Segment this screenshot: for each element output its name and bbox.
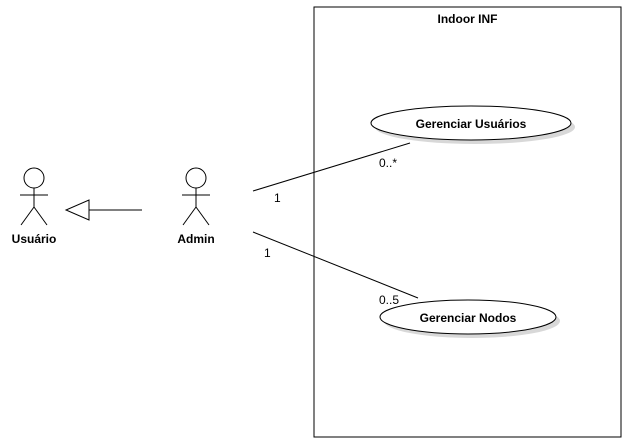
use-case-ellipse [370, 105, 572, 141]
use-case-label: Gerenciar Nodos [420, 311, 517, 325]
actor-usuario[interactable]: Usuário [12, 167, 57, 246]
generalization-arrowhead [64, 199, 90, 221]
multiplicity-admin-nodos-target: 0..5 [379, 293, 399, 307]
stick-figure-icon [20, 167, 48, 226]
multiplicity-admin-usuarios-target: 0..* [379, 156, 397, 170]
generalization-admin-usuario[interactable] [64, 199, 142, 221]
use-case-ellipse [379, 299, 557, 335]
actor-admin[interactable]: Admin [177, 167, 215, 246]
multiplicity-admin-nodos-source: 1 [264, 246, 271, 260]
actor-label: Usuário [12, 232, 57, 246]
system-title: Indoor INF [438, 12, 498, 26]
association-admin-nodos[interactable]: 1 0..5 [252, 231, 419, 307]
association-line [252, 142, 411, 192]
system-boundary[interactable]: Indoor INF [313, 6, 622, 438]
use-case-label: Gerenciar Usuários [416, 117, 527, 131]
use-case-gerenciar-nodos[interactable]: Gerenciar Nodos [379, 299, 560, 338]
multiplicity-admin-usuarios-source: 1 [274, 191, 281, 205]
system-boundary-box [313, 6, 622, 438]
association-admin-usuarios[interactable]: 1 0..* [252, 142, 411, 205]
use-case-gerenciar-usuarios[interactable]: Gerenciar Usuários [370, 105, 575, 144]
stick-figure-icon [182, 167, 210, 226]
actor-label: Admin [177, 232, 214, 246]
association-line [252, 231, 419, 299]
